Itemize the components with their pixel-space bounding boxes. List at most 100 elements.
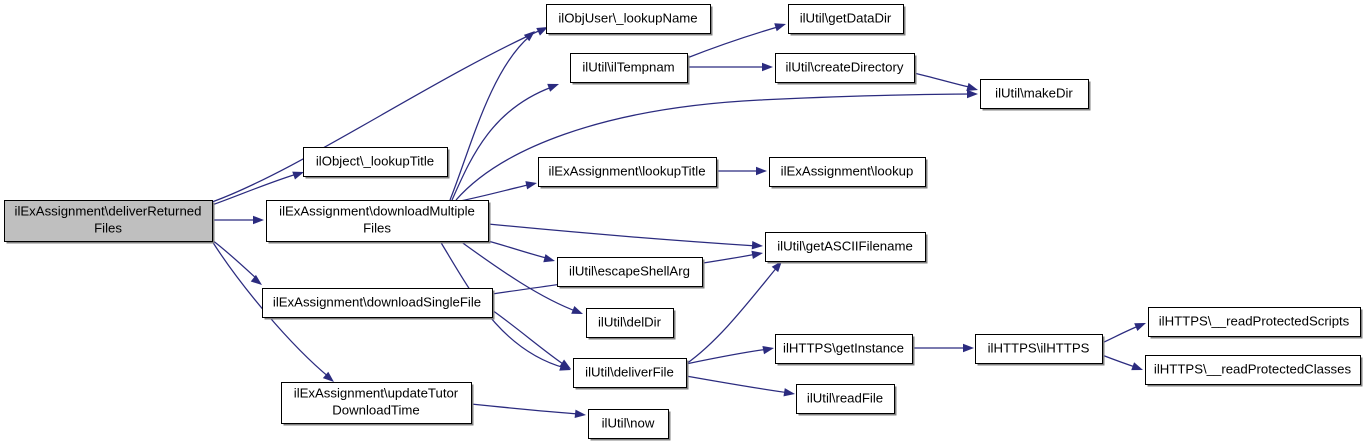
node-box[interactable]: [975, 334, 1103, 364]
edge-arrowhead: [751, 241, 763, 250]
graph-node-now[interactable]: ilUtil\now: [588, 409, 671, 441]
call-edge-downloadMultipleFiles-to-makeDir: [455, 89, 978, 201]
edge-line: [451, 86, 553, 201]
edge-line: [211, 172, 301, 206]
node-label-line2: Files: [363, 220, 391, 235]
call-edge-ilHTTPS-to-readProtectedScripts: [1101, 323, 1146, 344]
edge-arrowhead: [250, 274, 262, 285]
graph-node-createDirectory[interactable]: ilUtil\createDirectory: [775, 53, 917, 85]
node-label-line2: DownloadTime: [332, 402, 419, 417]
node-box[interactable]: [557, 257, 703, 287]
call-edge-downloadMultipleFiles-to-delDir: [459, 240, 583, 314]
edge-arrowhead: [762, 62, 773, 72]
node-label: ilHTTPS\ilHTTPS: [988, 340, 1090, 355]
graph-node-lookup[interactable]: ilExAssignment\lookup: [769, 157, 928, 189]
call-edge-deliverFile-to-readFile: [685, 375, 795, 397]
graph-node-ilHTTPS[interactable]: ilHTTPS\ilHTTPS: [975, 334, 1105, 366]
graph-node-makeDir[interactable]: ilUtil\makeDir: [980, 79, 1091, 111]
edge-arrowhead: [963, 343, 974, 353]
edge-arrowhead: [774, 23, 786, 32]
edge-line: [685, 348, 770, 365]
edge-arrowhead: [536, 27, 548, 36]
node-box[interactable]: [546, 4, 711, 34]
node-box[interactable]: [573, 358, 687, 388]
edge-arrowhead: [967, 89, 978, 99]
node-box[interactable]: [775, 334, 913, 364]
edge-arrowhead: [1131, 362, 1143, 371]
node-label: ilObjUser\_lookupName: [558, 10, 697, 25]
edge-line: [686, 25, 782, 59]
graph-node-readProtectedClasses[interactable]: ilHTTPS\__readProtectedClasses: [1145, 355, 1363, 387]
node-label: ilUtil\getASCIIFilename: [777, 238, 913, 253]
edge-arrowhead: [756, 166, 767, 176]
node-box[interactable]: [570, 53, 688, 83]
node-box[interactable]: [262, 288, 493, 318]
node-box[interactable]: [586, 308, 674, 338]
edge-arrowhead: [966, 82, 978, 92]
node-box[interactable]: [775, 53, 915, 83]
node-box[interactable]: [538, 157, 717, 187]
edge-line: [470, 403, 581, 415]
node-label-line2: Files: [94, 220, 122, 235]
node-box[interactable]: [1145, 355, 1361, 385]
edge-arrowhead: [322, 371, 334, 382]
node-box[interactable]: [1148, 307, 1361, 337]
edge-line: [487, 240, 551, 260]
edge-line: [459, 240, 579, 313]
graph-node-getDataDir[interactable]: ilUtil\getDataDir: [788, 4, 906, 36]
node-label: ilHTTPS\__readProtectedScripts: [1159, 313, 1350, 328]
graph-node-escapeShellArg[interactable]: ilUtil\escapeShellArg: [557, 257, 705, 289]
edge-line: [913, 72, 974, 89]
graph-node-ilTempnam[interactable]: ilUtil\ilTempnam: [570, 53, 690, 85]
node-label: ilUtil\delDir: [598, 314, 662, 329]
edge-line: [491, 309, 567, 367]
call-edge-updateTutorDownloadTime-to-now: [470, 403, 586, 419]
graph-node-readFile[interactable]: ilUtil\readFile: [796, 384, 897, 416]
graph-node-delDir[interactable]: ilUtil\delDir: [586, 308, 676, 340]
node-box[interactable]: [769, 157, 926, 187]
node-label: ilUtil\deliverFile: [585, 364, 674, 379]
call-edge-ilTempnam-to-createDirectory: [687, 62, 773, 72]
graph-node-getInstance[interactable]: ilHTTPS\getInstance: [775, 334, 915, 366]
edge-arrowhead: [525, 181, 537, 190]
node-box[interactable]: [266, 200, 489, 242]
edge-arrowhead: [762, 345, 774, 355]
node-box[interactable]: [588, 409, 669, 439]
node-box[interactable]: [788, 4, 904, 34]
call-edge-deliverReturnedFiles-to-downloadMultipleFiles: [212, 215, 264, 225]
edge-arrowhead: [571, 305, 583, 314]
node-label: ilUtil\createDirectory: [786, 59, 904, 74]
node-label: ilUtil\now: [602, 415, 655, 430]
graph-node-readProtectedScripts[interactable]: ilHTTPS\__readProtectedScripts: [1148, 307, 1363, 339]
graph-node-deliverFile[interactable]: ilUtil\deliverFile: [573, 358, 689, 390]
edge-line: [449, 35, 531, 201]
edge-line: [1101, 354, 1139, 369]
graph-node-lookupName[interactable]: ilObjUser\_lookupName: [546, 4, 713, 36]
node-label: ilObject\_lookupTitle: [316, 153, 434, 168]
graph-node-downloadSingleFile[interactable]: ilExAssignment\downloadSingleFile: [262, 288, 495, 320]
node-box[interactable]: [980, 79, 1089, 109]
call-edge-deliverFile-to-getInstance: [685, 345, 774, 365]
call-edge-downloadMultipleFiles-to-ilTempnam: [451, 83, 559, 201]
node-label-line1: ilExAssignment\downloadMultiple: [279, 203, 475, 218]
call-edge-ilHTTPS-to-readProtectedClasses: [1101, 354, 1143, 371]
node-label: ilUtil\makeDir: [995, 85, 1073, 100]
edge-arrowhead: [547, 83, 559, 92]
graph-node-lookupTitle[interactable]: ilExAssignment\lookupTitle: [538, 157, 719, 189]
node-box[interactable]: [796, 384, 895, 414]
node-box[interactable]: [281, 382, 472, 424]
call-edge-createDirectory-to-makeDir: [913, 72, 978, 92]
node-box[interactable]: [765, 232, 926, 262]
edge-line: [487, 223, 758, 247]
node-box-root[interactable]: [4, 200, 213, 242]
node-label: ilExAssignment\lookup: [781, 163, 914, 178]
call-edge-downloadSingleFile-to-deliverFile: [491, 309, 571, 369]
graph-node-objectLookupTitle[interactable]: ilObject\_lookupTitle: [303, 147, 450, 179]
call-edge-getInstance-to-ilHTTPS: [912, 343, 974, 353]
node-box[interactable]: [303, 147, 448, 177]
graph-node-getASCIIFilename[interactable]: ilUtil\getASCIIFilename: [765, 232, 928, 264]
